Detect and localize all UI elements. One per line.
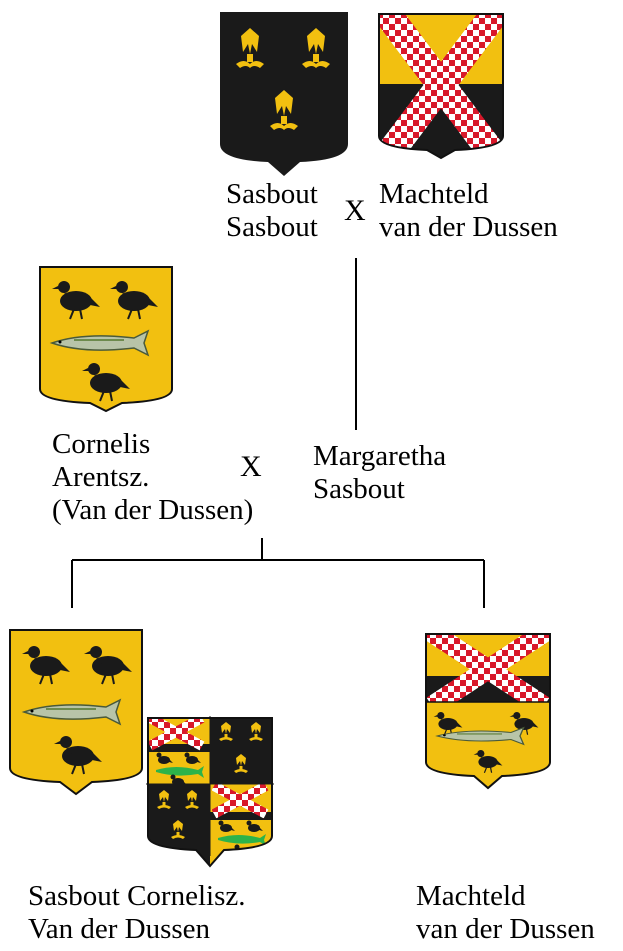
top-husband-name: Sasbout Sasbout <box>226 178 318 244</box>
top-wife-line1: Machteld <box>379 178 489 210</box>
top-wife-name: Machteld van der Dussen <box>379 178 558 244</box>
child-left-name: Sasbout Cornelisz. Van der Dussen <box>28 880 246 946</box>
shield-quartered <box>146 716 274 868</box>
shield-van-der-dussen-old <box>378 13 504 160</box>
middle-wife-line2: Sasbout <box>313 473 405 505</box>
top-husband-line1: Sasbout <box>226 178 318 210</box>
middle-wife-line1: Margaretha <box>313 440 447 472</box>
middle-marriage-mark: X <box>240 450 262 483</box>
shield-cornelis-child <box>9 629 143 796</box>
top-wife-line2: van der Dussen <box>379 211 558 243</box>
shield-cornelis <box>39 266 173 413</box>
middle-husband-line1: Cornelis <box>52 428 151 460</box>
middle-wife-name: Margaretha Sasbout <box>313 440 446 506</box>
shield-machteld <box>425 633 551 790</box>
middle-husband-name: Cornelis Arentsz. (Van der Dussen) <box>52 428 253 527</box>
child-left-line1: Sasbout Cornelisz. <box>28 880 246 912</box>
child-left-line2: Van der Dussen <box>28 913 211 945</box>
child-right-line1: Machteld <box>416 880 526 912</box>
top-marriage-mark: X <box>344 194 366 227</box>
middle-husband-line3: (Van der Dussen) <box>52 494 254 526</box>
shield-sasbout <box>220 12 348 176</box>
top-husband-line2: Sasbout <box>226 211 318 243</box>
child-right-line2: van der Dussen <box>416 913 595 945</box>
middle-husband-line2: Arentsz. <box>52 461 150 493</box>
child-right-name: Machteld van der Dussen <box>416 880 595 946</box>
